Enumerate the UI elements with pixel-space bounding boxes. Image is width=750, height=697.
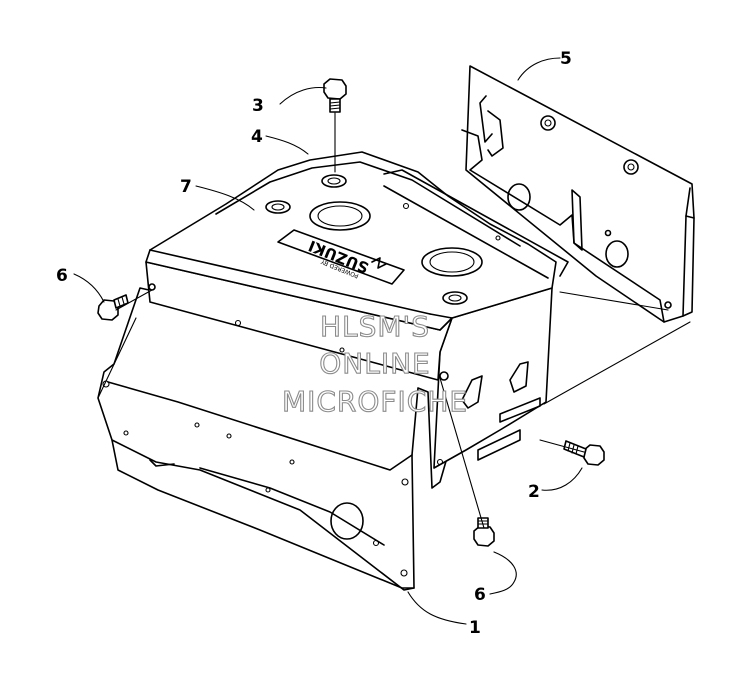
leader-lines — [73, 57, 583, 625]
part-4-engine-cover — [145, 151, 569, 469]
callout-6-lower: 6 — [474, 585, 486, 605]
callout-7: 7 — [180, 177, 192, 197]
callout-3: 3 — [252, 96, 264, 116]
watermark: HLSM'S ONLINE MICROFICHE — [281, 309, 468, 418]
part-2-bolt — [563, 440, 605, 466]
watermark-line-2: ONLINE — [319, 347, 430, 380]
watermark-line-1: HLSM'S — [320, 310, 430, 343]
callout-4: 4 — [251, 127, 263, 147]
part-6-bolt-lower — [473, 517, 495, 547]
callout-2: 2 — [528, 482, 540, 502]
part-3-bolt — [323, 78, 347, 113]
callout-1: 1 — [469, 618, 481, 638]
watermark-line-3: MICROFICHE — [282, 385, 468, 418]
part-5-mounting-plate — [461, 65, 695, 323]
callout-labels: 1 2 3 4 5 6 6 7 — [56, 49, 572, 638]
callout-5: 5 — [560, 49, 572, 69]
assembly-lines — [97, 112, 691, 529]
part-6-bolt-left — [97, 294, 129, 321]
callout-6-left: 6 — [56, 266, 68, 286]
